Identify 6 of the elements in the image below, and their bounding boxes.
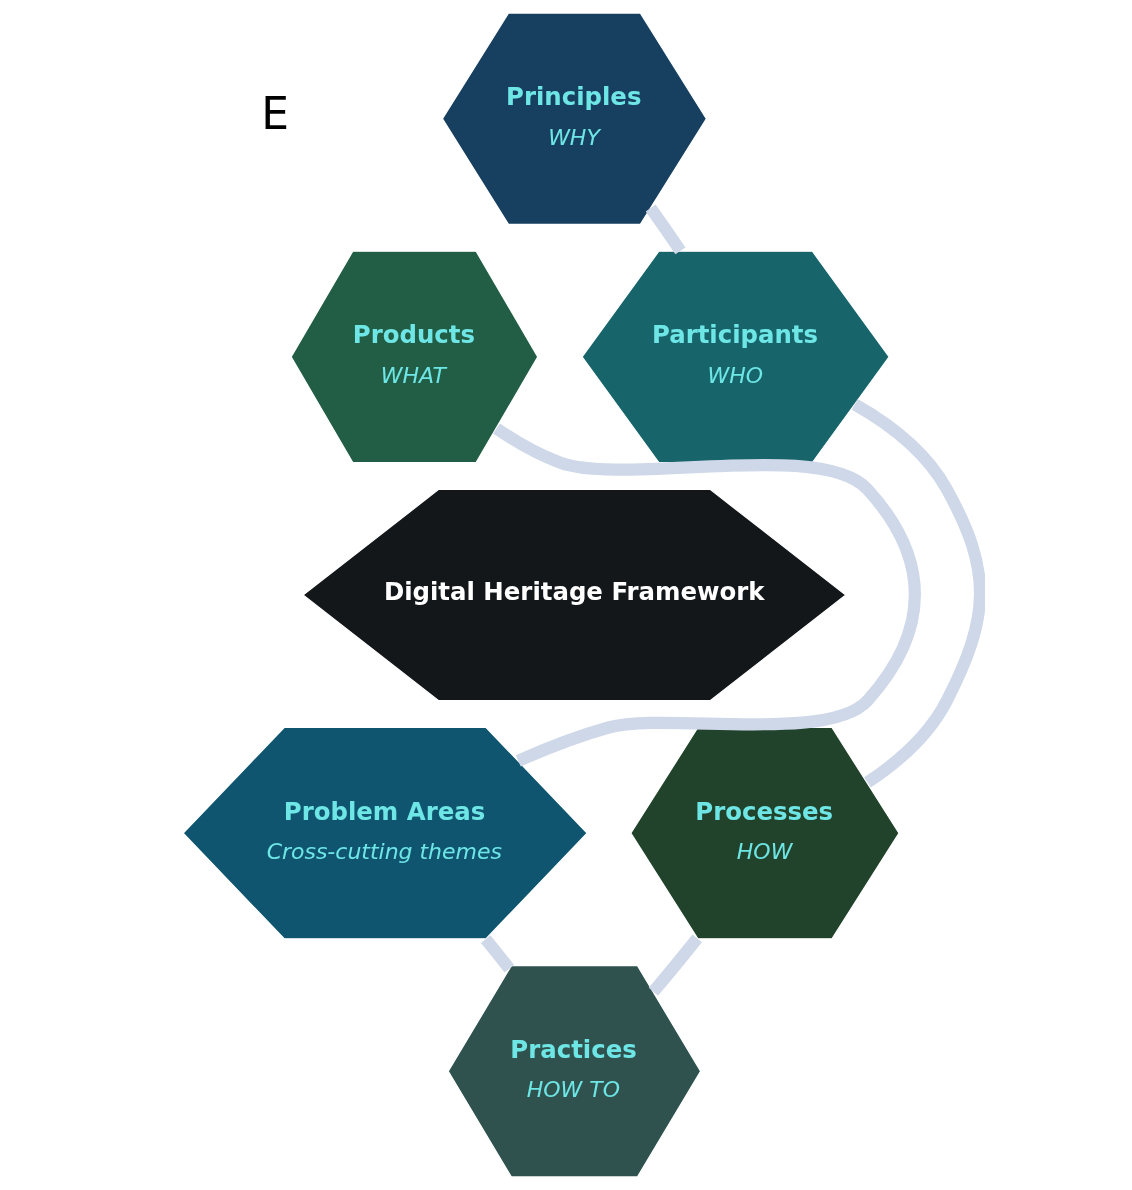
label: E <box>261 88 289 140</box>
connector <box>851 399 985 788</box>
connector <box>645 204 686 255</box>
connector <box>493 423 921 767</box>
connector <box>648 934 702 996</box>
connector <box>480 935 515 973</box>
